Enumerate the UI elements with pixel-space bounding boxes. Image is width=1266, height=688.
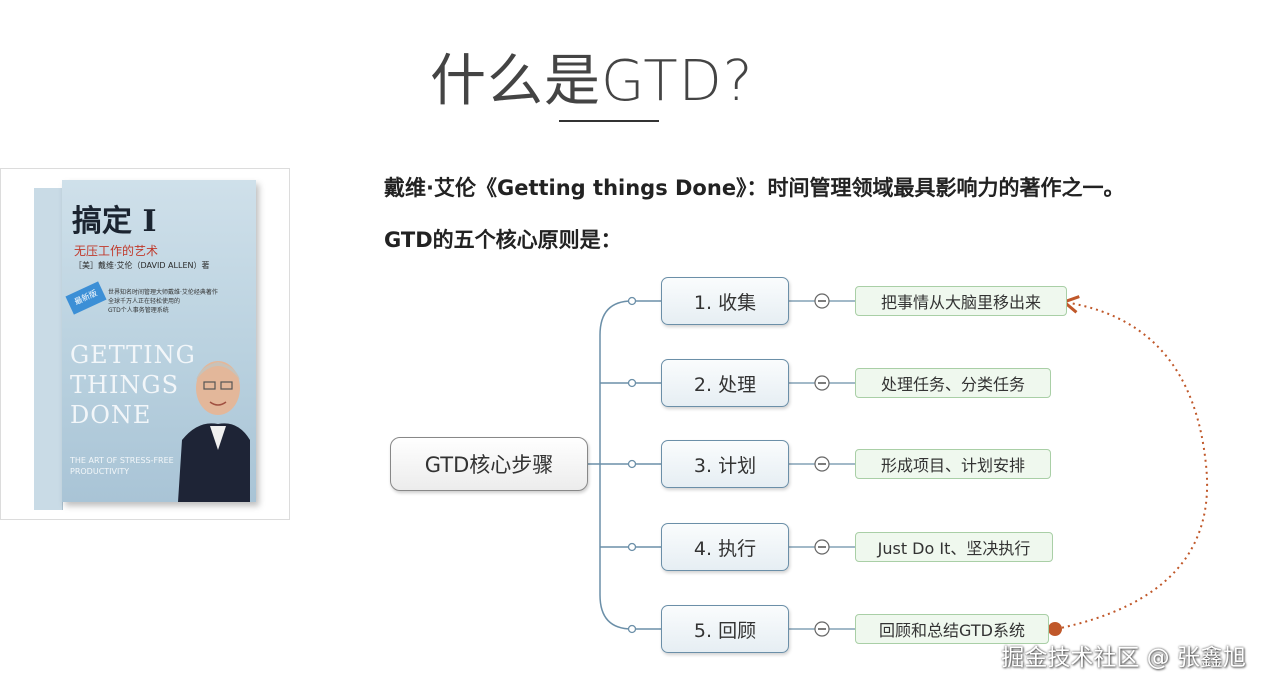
author-photo: [178, 361, 250, 502]
slide-title: 什么是GTD?: [430, 49, 754, 114]
node-dot: [627, 378, 637, 388]
book-en-title-line: GETTING: [70, 341, 196, 369]
book-front: 搞定 I 无压工作的艺术 ［美］戴维·艾伦（DAVID ALLEN）著 最新版 …: [62, 180, 256, 502]
book-en-title-line: DONE: [70, 401, 152, 429]
loop-start-dot: [1048, 622, 1062, 636]
mindmap-connectors: [588, 293, 1209, 637]
book-en-title-line: THINGS: [70, 371, 180, 399]
node-dot: [627, 624, 637, 634]
step-node-collect[interactable]: 1. 收集: [661, 277, 789, 325]
collapse-icon[interactable]: [814, 293, 830, 309]
book-blurb: 世界知名时间管理大师戴维·艾伦经典著作 全球千万人正在轻松使用的 GTD个人事务…: [108, 288, 218, 315]
desc-node-collect[interactable]: 把事情从大脑里移出来: [855, 286, 1067, 316]
connector-trunk: [599, 300, 633, 630]
watermark: 掘金技术社区 @ 张鑫旭: [1001, 645, 1246, 671]
gtd-mindmap: GTD核心步骤 1. 收集 2. 处理 3. 计划 4. 执行 5. 回顾 把事…: [380, 265, 1260, 675]
book-cover-image: 搞定 I 无压工作的艺术 ［美］戴维·艾伦（DAVID ALLEN）著 最新版 …: [34, 180, 256, 510]
feedback-loop-arrow: [1055, 295, 1209, 630]
collapse-icon[interactable]: [814, 539, 830, 555]
book-blurb-line: GTD个人事务管理系统: [108, 307, 169, 314]
desc-node-plan[interactable]: 形成项目、计划安排: [855, 449, 1051, 479]
intro-principles-line: GTD的五个核心原则是：: [384, 228, 622, 252]
desc-node-process[interactable]: 处理任务、分类任务: [855, 368, 1051, 398]
book-en-subtitle: THE ART OF STRESS-FREE PRODUCTIVITY: [70, 455, 174, 477]
step-node-execute[interactable]: 4. 执行: [661, 523, 789, 571]
node-dot: [627, 459, 637, 469]
central-node[interactable]: GTD核心步骤: [390, 437, 588, 491]
book-en-title: GETTING THINGS DONE: [70, 340, 196, 430]
step-node-plan[interactable]: 3. 计划: [661, 440, 789, 488]
book-cn-title: 搞定 I: [72, 204, 157, 239]
collapse-icon[interactable]: [814, 456, 830, 472]
book-badge: 最新版: [65, 281, 107, 315]
book-spine: [34, 188, 63, 510]
desc-node-review[interactable]: 回顾和总结GTD系统: [855, 614, 1049, 644]
collapse-icon[interactable]: [814, 375, 830, 391]
book-en-subtitle-line: PRODUCTIVITY: [70, 467, 130, 476]
node-dot: [627, 542, 637, 552]
collapse-icon[interactable]: [814, 621, 830, 637]
book-en-subtitle-line: THE ART OF STRESS-FREE: [70, 456, 174, 465]
step-node-review[interactable]: 5. 回顾: [661, 605, 789, 653]
book-cn-subtitle: 无压工作的艺术: [74, 244, 159, 258]
book-blurb-line: 世界知名时间管理大师戴维·艾伦经典著作: [108, 289, 218, 296]
step-node-process[interactable]: 2. 处理: [661, 359, 789, 407]
intro-book-line: 戴维·艾伦《Getting things Done》：时间管理领域最具影响力的著…: [384, 176, 1125, 200]
title-divider: [559, 120, 659, 122]
desc-node-execute[interactable]: Just Do It、坚决执行: [855, 532, 1053, 562]
node-dot: [627, 296, 637, 306]
book-author: ［美］戴维·艾伦（DAVID ALLEN）著: [74, 261, 210, 270]
book-blurb-line: 全球千万人正在轻松使用的: [108, 298, 181, 305]
